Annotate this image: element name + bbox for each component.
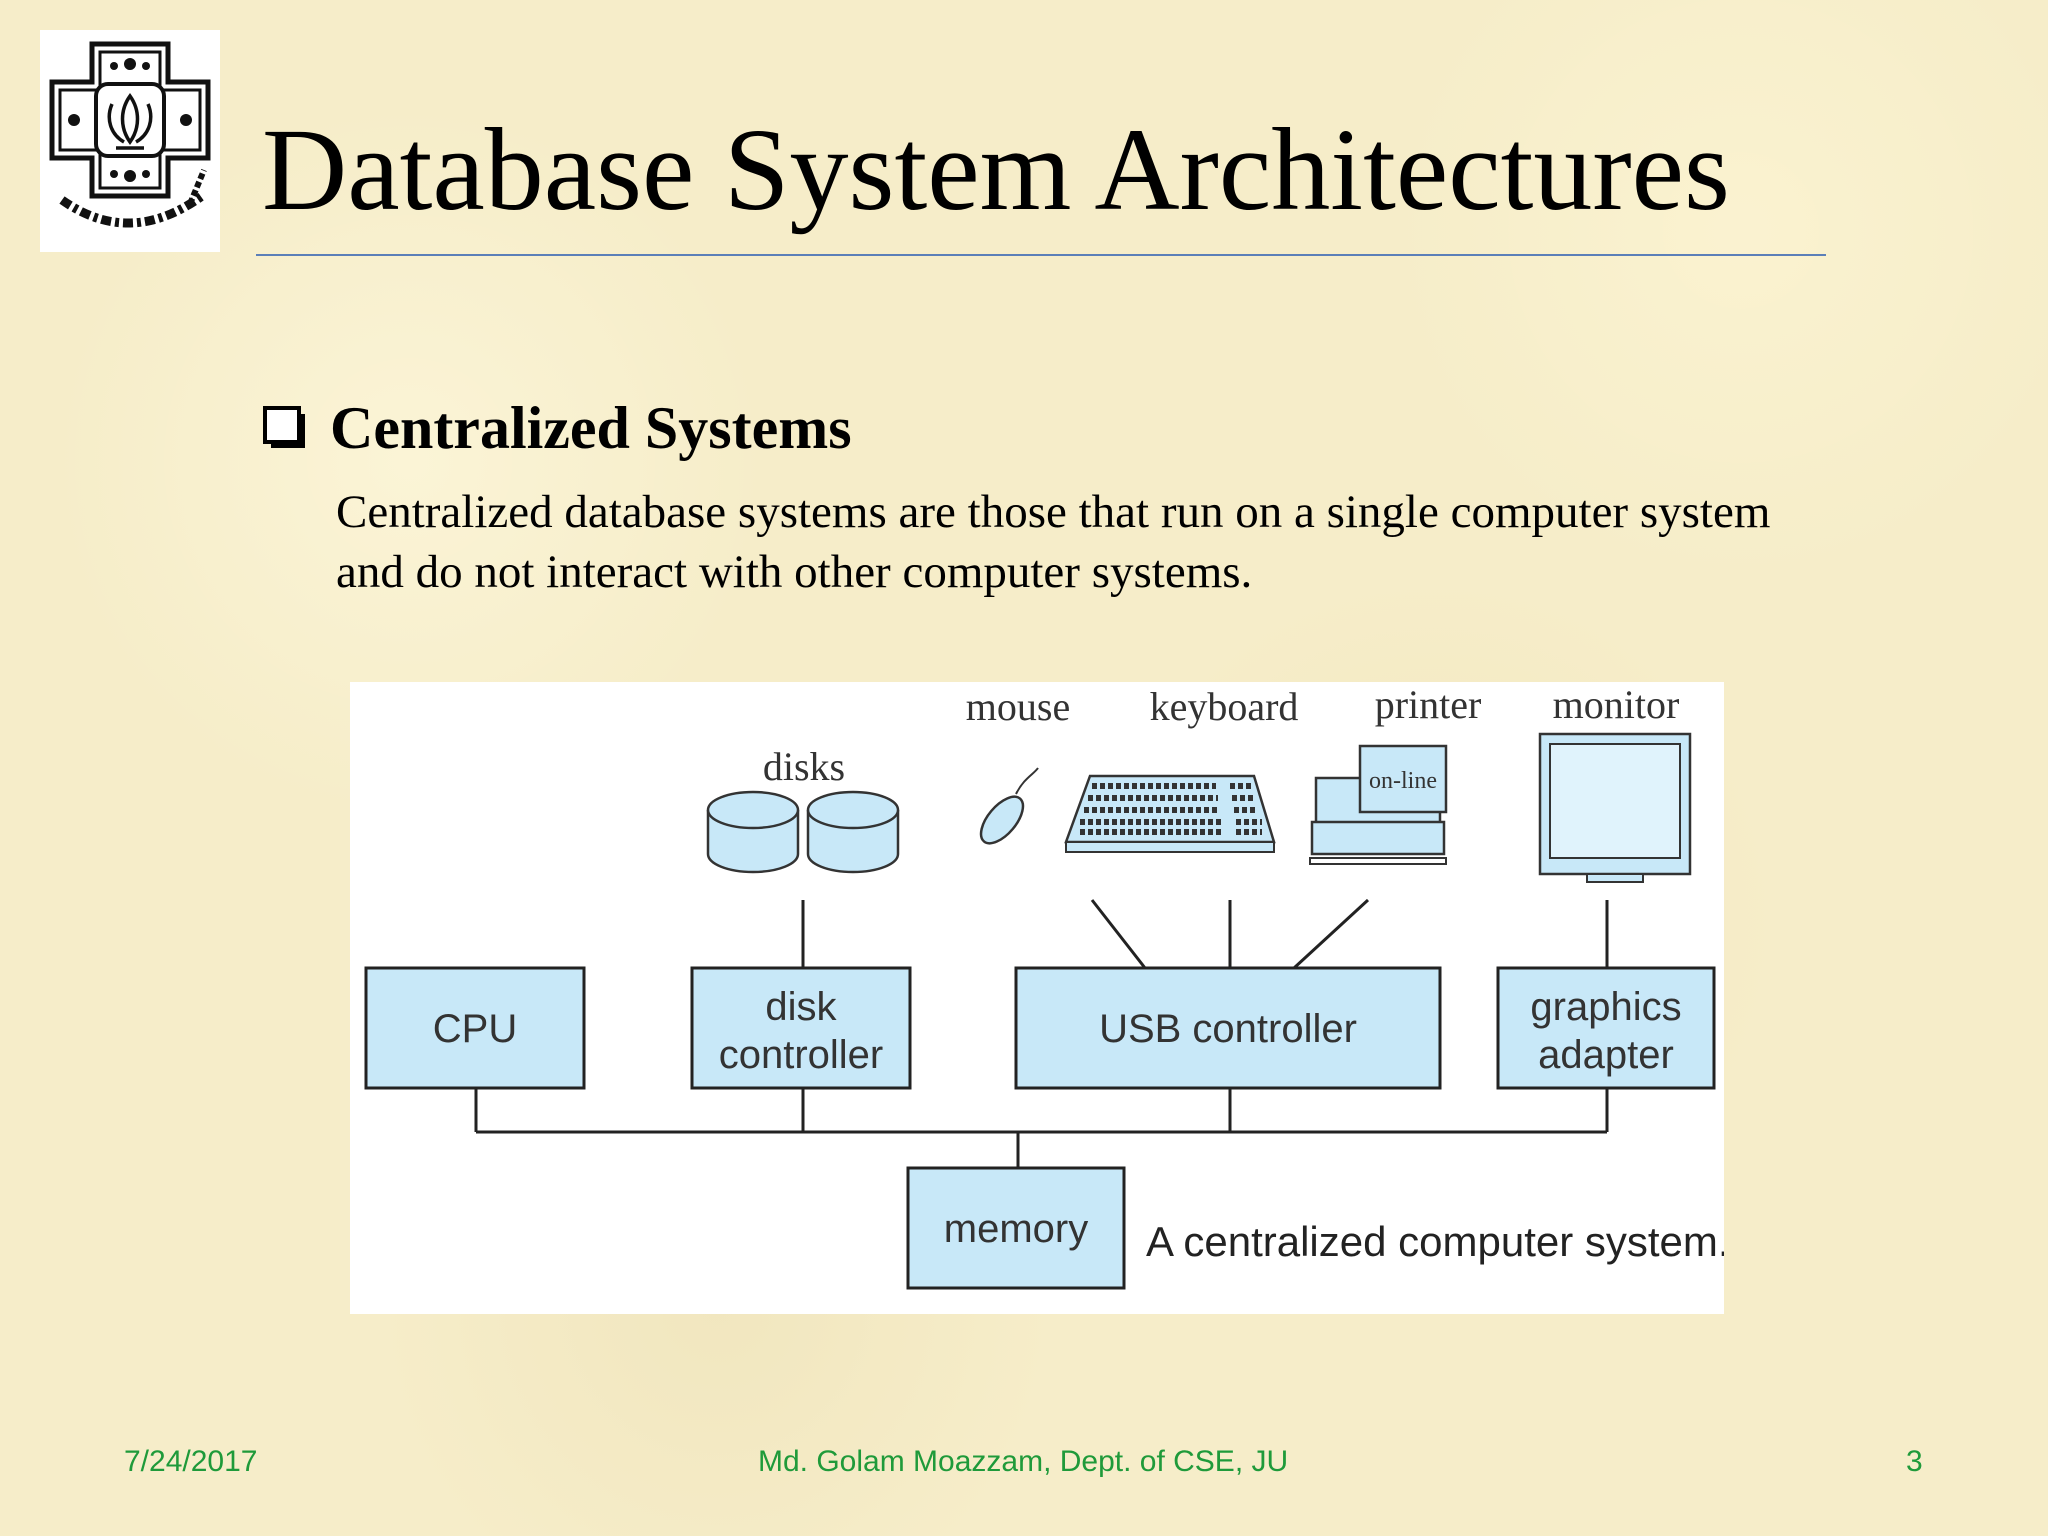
keyboard-label: keyboard [1150,684,1299,729]
centralized-system-diagram: disks mouse keyboard printer monitor [350,682,1724,1314]
disk-controller-label-line1: disk [765,985,837,1029]
checkbox-bullet-icon [263,406,305,448]
footer-date: 7/24/2017 [124,1445,258,1478]
disk-controller-label-line2: controller [719,1033,884,1077]
section-heading: Centralized Systems [262,392,852,464]
section-body-text: Centralized database systems are those t… [336,486,1771,598]
printer-label: printer [1375,682,1482,727]
diagram-caption: A centralized computer system. [1146,1218,1724,1265]
mouse-label: mouse [966,684,1070,729]
disk-icon [706,790,800,874]
slide-title: Database System Architectures [262,104,1730,235]
graphics-adapter-label-line1: graphics [1530,985,1681,1029]
keyboard-icon [1064,774,1276,853]
graphics-adapter-label-line2: adapter [1538,1033,1674,1077]
monitor-label: monitor [1553,682,1680,727]
footer-author: Md. Golam Moazzam, Dept. of CSE, JU [758,1445,1289,1478]
diagram-canvas: disks mouse keyboard printer monitor [350,682,1724,1314]
disks-label: disks [763,744,845,789]
monitor-icon [1538,732,1692,883]
usb-controller-box: USB controller [1014,966,1442,1090]
printer-panel-label: on-line [1369,768,1437,794]
mouse-icon [979,767,1039,845]
printer-icon: on-line [1309,744,1448,865]
memory-box: memory [906,1166,1126,1290]
cpu-label: CPU [433,1007,517,1051]
disk-icon [806,790,900,874]
university-logo [40,30,220,252]
page-number: 3 [1906,1445,1923,1478]
disk-controller-box: disk controller [690,966,912,1090]
cpu-box: CPU [364,966,586,1090]
title-divider [256,254,1826,256]
usb-controller-label: USB controller [1099,1007,1357,1051]
graphics-adapter-box: graphics adapter [1496,966,1716,1090]
university-seal-icon [40,30,220,252]
connector-lines [474,898,1609,1168]
memory-label: memory [944,1207,1088,1251]
section-heading-text: Centralized Systems [330,395,852,461]
